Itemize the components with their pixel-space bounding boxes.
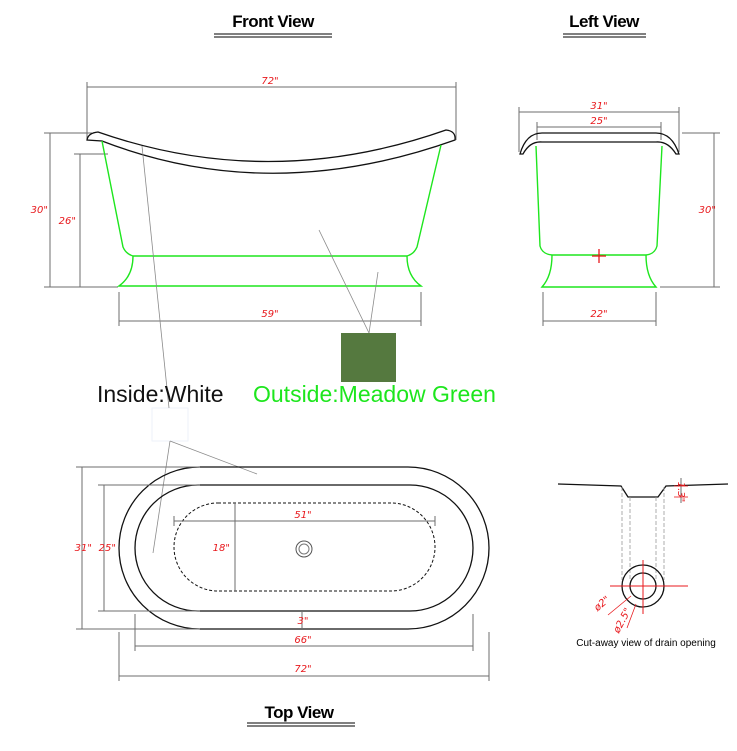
front-base-label: 59" bbox=[261, 309, 278, 320]
left-pedestal-outline bbox=[540, 254, 658, 288]
left-inner-width-label: 25" bbox=[590, 116, 607, 127]
top-inner-length-label: 66" bbox=[294, 635, 311, 646]
front-rim bbox=[86, 129, 456, 174]
front-length-dimension: 72" bbox=[86, 76, 457, 140]
top-outer-width-label: 31" bbox=[75, 543, 92, 554]
left-top-width-label: 31" bbox=[590, 101, 607, 112]
top-outer-rim bbox=[118, 466, 490, 630]
left-body-outline bbox=[535, 145, 663, 256]
top-outer-length-label: 72" bbox=[294, 664, 311, 675]
left-base-label: 22" bbox=[590, 309, 607, 320]
rim-gap-label: 3" bbox=[298, 616, 309, 627]
front-height-total-label: 30" bbox=[31, 205, 48, 216]
inside-color-swatch bbox=[151, 407, 189, 442]
left-view: 31" 25" 30" 22" bbox=[518, 101, 720, 326]
basin-width-label: 18" bbox=[213, 543, 230, 554]
top-inner-length-dimension: 66" bbox=[134, 614, 474, 651]
top-view-title: Top View bbox=[247, 703, 355, 727]
basin-width-dimension: 18" bbox=[213, 503, 236, 591]
front-view-title: Front View bbox=[214, 12, 332, 38]
top-inner-width-label: 25" bbox=[99, 543, 116, 554]
outside-color-swatch bbox=[341, 333, 396, 382]
left-rim bbox=[519, 132, 680, 155]
top-inner-width-dimension: 25" bbox=[98, 484, 200, 612]
left-top-width-dimension: 31" bbox=[518, 101, 680, 152]
drain-inner-dia-label: ø2" bbox=[592, 594, 613, 614]
top-drain-inner bbox=[298, 543, 310, 555]
top-inner-rim bbox=[134, 484, 474, 612]
left-height-dimension: 30" bbox=[660, 132, 720, 288]
top-view-title-text: Top View bbox=[264, 703, 334, 722]
basin-length-dimension: 51" bbox=[173, 510, 436, 526]
left-height-label: 30" bbox=[699, 205, 716, 216]
outside-leader-line bbox=[318, 229, 370, 334]
left-inner-width-dimension: 25" bbox=[536, 116, 662, 140]
left-base-dimension: 22" bbox=[542, 292, 657, 326]
inside-leader-line bbox=[141, 145, 170, 409]
drain-cutaway: 1.3" ø2" ø2.5" Cut-away view of drain op… bbox=[557, 478, 729, 649]
inside-finish-label: Inside:White bbox=[97, 381, 224, 407]
drain-section-profile bbox=[557, 483, 729, 498]
front-height-dimension: 30" 26" bbox=[31, 132, 118, 288]
left-view-title-text: Left View bbox=[569, 12, 640, 31]
top-basin-outline bbox=[173, 502, 436, 592]
rim-gap-dimension: 3" bbox=[298, 611, 309, 629]
drain-outer-dia-label: ø2.5" bbox=[611, 606, 634, 636]
front-view-title-text: Front View bbox=[232, 12, 315, 31]
left-view-title: Left View bbox=[563, 12, 646, 38]
front-view: 72" 30" 26" 59" bbox=[31, 76, 457, 334]
front-body-outline bbox=[101, 140, 442, 257]
top-drain-outer bbox=[295, 540, 313, 558]
top-outer-length-dimension: 72" bbox=[118, 632, 490, 681]
top-outer-width-dimension: 31" bbox=[75, 466, 200, 630]
drain-caption: Cut-away view of drain opening bbox=[576, 638, 716, 649]
front-length-label: 72" bbox=[261, 76, 278, 87]
front-base-dimension: 59" bbox=[118, 292, 422, 326]
basin-length-label: 51" bbox=[294, 510, 311, 521]
outside-finish-label: Outside:Meadow Green bbox=[253, 381, 496, 407]
drain-depth-label: 1.3" bbox=[675, 482, 686, 503]
front-height-inner-label: 26" bbox=[59, 216, 76, 227]
front-pedestal-outline bbox=[116, 255, 424, 287]
top-view: 51" 18" 3" 31" 25" 66" bbox=[75, 440, 490, 681]
